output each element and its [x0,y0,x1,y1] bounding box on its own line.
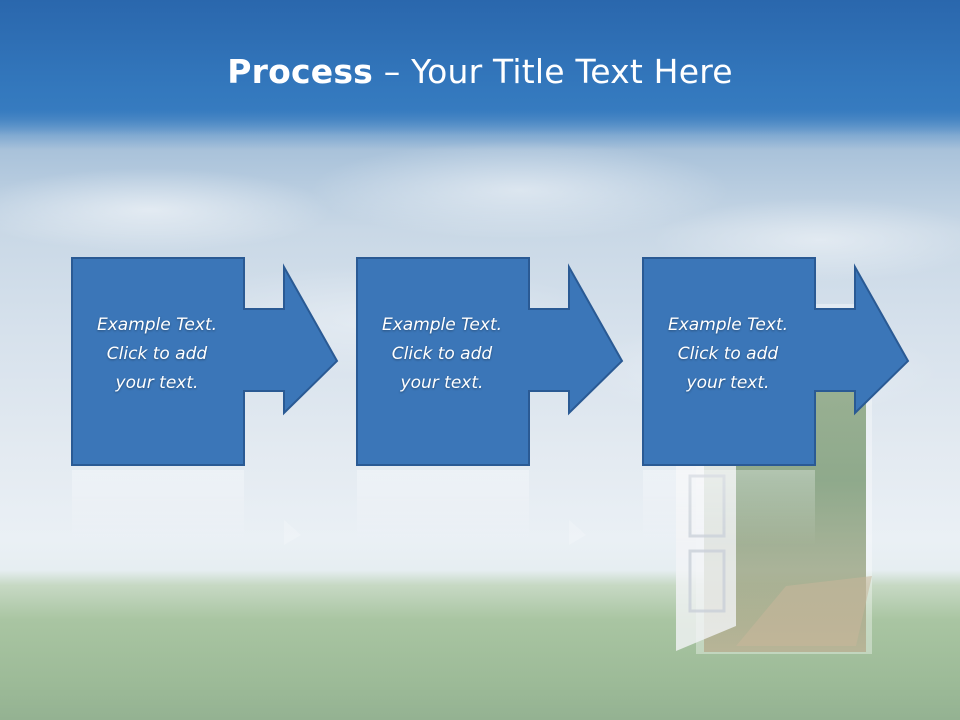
title-band [0,0,960,135]
step-3-reflection [642,470,914,545]
step-1-reflection [71,470,343,545]
arrow-box-shape [71,257,339,466]
step-line-1: Example Text. [96,315,218,335]
title-bold: Process [227,52,374,91]
step-line-3: your text. [400,373,484,393]
step-line-3: your text. [686,373,770,393]
arrow-box-shape [356,257,624,466]
step-2-reflection [356,470,628,545]
step-line-2: Click to add [106,344,208,364]
step-text[interactable]: Example Text. Click to add your text. [356,311,528,398]
slide-title[interactable]: Process – Your Title Text Here [0,52,960,91]
process-step-1[interactable]: Example Text. Click to add your text. [71,257,343,467]
arrow-box-shape [642,257,910,466]
step-text[interactable]: Example Text. Click to add your text. [642,311,814,398]
step-line-1: Example Text. [381,315,503,335]
process-step-3[interactable]: Example Text. Click to add your text. [642,257,914,467]
step-text[interactable]: Example Text. Click to add your text. [71,311,243,398]
step-line-1: Example Text. [667,315,789,335]
step-line-2: Click to add [391,344,493,364]
step-line-2: Click to add [677,344,779,364]
step-line-3: your text. [115,373,199,393]
title-rest: – Your Title Text Here [373,52,733,91]
process-step-2[interactable]: Example Text. Click to add your text. [356,257,628,467]
